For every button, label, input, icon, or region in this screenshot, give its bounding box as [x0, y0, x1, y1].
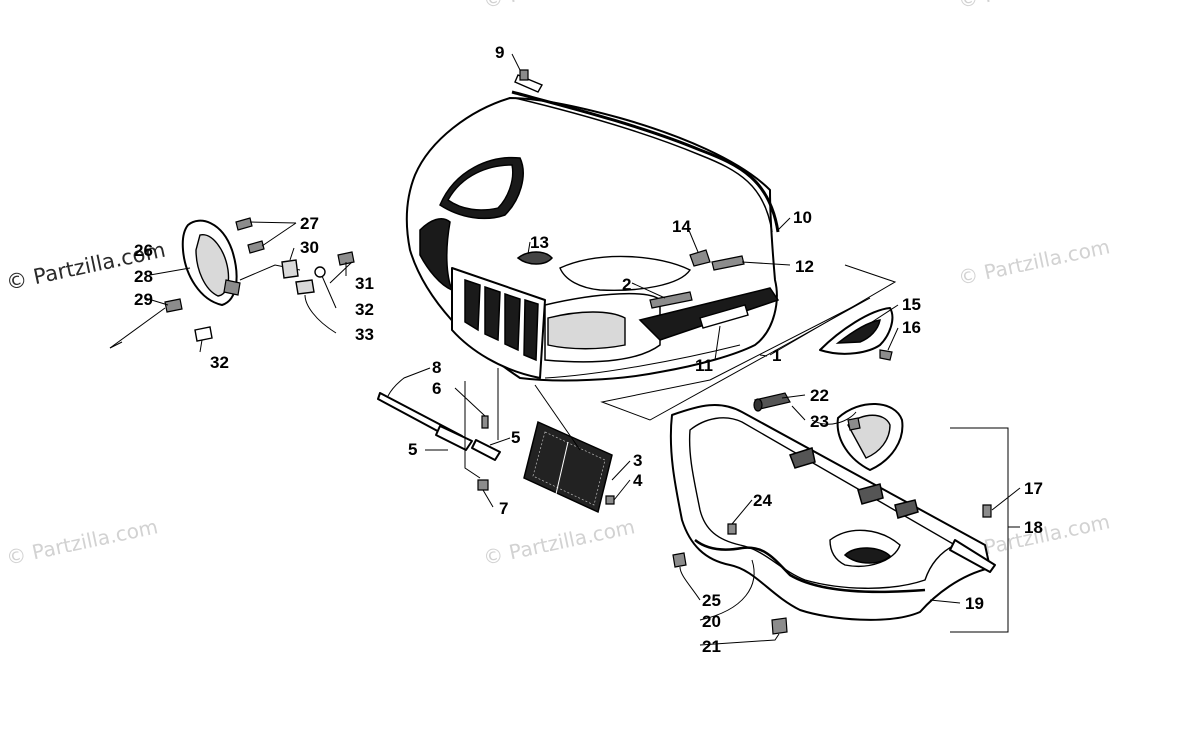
callout-12: 12 [795, 257, 814, 276]
hood-top-trim [511, 90, 780, 233]
callout-24: 24 [753, 491, 772, 510]
nut-7 [477, 479, 489, 491]
callout-9: 9 [495, 43, 504, 62]
hood-right-decal-panel [638, 287, 780, 341]
hood-decal-11 [699, 304, 749, 329]
headlight-lens [547, 311, 626, 350]
callout-32-right: 32 [355, 300, 374, 319]
hood-center-recess [559, 255, 692, 292]
hood-assembly [405, 90, 780, 382]
callout-18: 18 [1024, 518, 1043, 537]
mesh-screen-3 [523, 420, 615, 514]
screw-16 [879, 349, 893, 361]
callout-21: 21 [702, 637, 721, 656]
hood-top-trim-inner [514, 97, 773, 233]
callout-28: 28 [134, 267, 153, 286]
hood-pin-9 [514, 69, 544, 93]
screw-6 [481, 415, 489, 429]
bracket-5-left [435, 425, 473, 451]
watermark-right: © Partzilla.com [956, 234, 1112, 290]
callout-13: 13 [530, 233, 549, 252]
headlight-mount [223, 279, 241, 296]
callout-27: 27 [300, 214, 319, 233]
latch-cover-22 [836, 403, 904, 471]
callout-30: 30 [300, 238, 319, 257]
hood-scoop-inner [447, 164, 514, 211]
callout-20: 20 [702, 612, 721, 631]
callout-6: 6 [432, 379, 441, 398]
tray-gasket-20 [694, 539, 926, 594]
callout-4: 4 [633, 471, 643, 490]
screw-17 [982, 504, 992, 518]
watermark-bottom-center: © Partzilla.com [481, 514, 637, 570]
hood-lower-edge [544, 344, 741, 379]
callout-22: 22 [810, 386, 829, 405]
callout-1: 1 [772, 346, 781, 365]
fastener-21 [771, 617, 788, 635]
callout-16: 16 [902, 318, 921, 337]
callout-26: 26 [134, 241, 153, 260]
callout-31: 31 [355, 274, 374, 293]
foam-pad-23 [753, 392, 791, 412]
bracket-1-lower [600, 297, 871, 421]
front-vent-grille [451, 267, 546, 379]
watermark-top-right: © Partzilla.com [956, 0, 1112, 13]
hood-decal-12 [711, 255, 745, 271]
screw-24 [727, 523, 737, 535]
headlight-26 [181, 219, 241, 306]
bracket-5-right [471, 439, 501, 461]
hood-decal-2 [649, 291, 693, 309]
bracket-18 [950, 427, 1009, 633]
screen-bracket [377, 368, 581, 491]
callout-25: 25 [702, 591, 721, 610]
watermark-top-center: © Partzilla.com [481, 0, 637, 13]
callout-23: 23 [810, 412, 829, 431]
callout-15: 15 [902, 295, 921, 314]
tray-well-dark [843, 547, 892, 564]
callout-29: 29 [134, 290, 153, 309]
callout-14: 14 [672, 217, 691, 236]
headlight-hardware [109, 217, 355, 349]
watermark-bottom-left: © Partzilla.com [4, 514, 160, 570]
side-handle-15 [819, 307, 894, 361]
callout-19: 19 [965, 594, 984, 613]
callout-32-left: 32 [210, 353, 229, 372]
callout-8: 8 [432, 358, 441, 377]
callout-33: 33 [355, 325, 374, 344]
callout-7: 7 [499, 499, 508, 518]
hood-decal-14 [689, 249, 711, 267]
storage-tray-19 [669, 404, 996, 621]
callout-5-left: 5 [408, 440, 417, 459]
callout-11: 11 [695, 356, 713, 375]
headlight-surround [544, 292, 661, 363]
leader-lines [144, 53, 1021, 646]
callout-3: 3 [633, 451, 642, 470]
latch-tab [847, 417, 861, 431]
screw-4 [605, 495, 615, 505]
callout-10: 10 [793, 208, 812, 227]
callout-5-right: 5 [511, 428, 520, 447]
nut-25 [672, 552, 687, 568]
callout-labels: 9 10 12 14 13 2 11 1 15 16 22 23 24 17 1… [134, 43, 1043, 656]
callout-2: 2 [622, 275, 631, 294]
hood-left-inset [419, 218, 454, 292]
callout-17: 17 [1024, 479, 1043, 498]
